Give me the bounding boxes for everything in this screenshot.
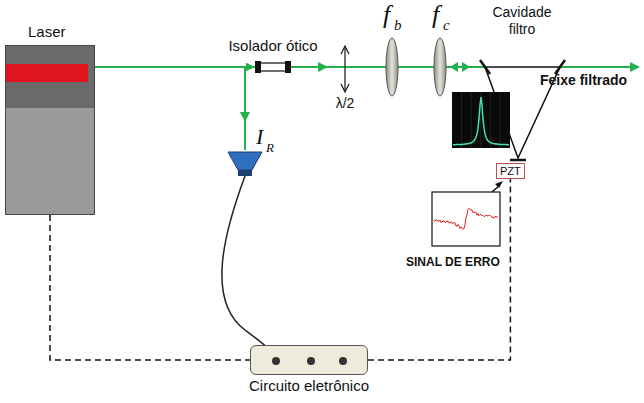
error-signal-inset [432,192,500,246]
signal-label: SINAL DE ERRO [405,255,501,269]
reflected-beam [244,67,246,150]
circuit-terminals [251,346,367,374]
transmission-peak [453,97,509,145]
laser-source: Laser [5,45,95,215]
beam-arrow [318,62,328,72]
laser-stripe [6,64,88,82]
transmission-inset [452,92,510,148]
node-label: Isolador ótico [228,37,317,54]
node-label: Laser [28,23,66,40]
electronic-circuit: Circuito eletrônico [250,345,368,375]
beam-arrow [240,112,250,122]
half-wave-plate [344,48,345,90]
connector [50,215,250,360]
error-signal-trace [434,208,498,229]
filtered-beam [560,66,638,68]
isolator-body [255,60,291,74]
lens [386,38,398,96]
beam-arrow [462,62,470,72]
photodetector [228,152,262,170]
lens-label: f [432,0,439,30]
cavity-label: Cavidade filtro [482,4,562,38]
optical-isolator: Isolador ótico [255,60,291,74]
node-label: Circuito eletrônico [249,377,369,394]
half-wave-plate [341,46,349,54]
beam-arrow [630,62,640,72]
signal-name: I [256,124,263,150]
lens [434,38,446,96]
lens-subscript: c [443,17,450,34]
beam-arrow [450,62,458,72]
signal-arrow [495,181,503,188]
pzt-actuator: PZT [496,163,525,179]
cavity-mirror [555,60,565,74]
half-wave-plate [341,84,349,92]
cavity-mirror [510,159,526,162]
photodetector [238,170,252,176]
node-label: PZT [500,165,521,177]
lens-subscript: b [394,17,402,34]
cavity-mirror [480,60,490,74]
connector [95,63,255,72]
beam-label: Feixe filtrado [540,72,627,88]
fiber-cable [222,176,275,360]
signal-subscript: R [266,140,274,156]
component-label: λ/2 [336,95,355,111]
connector [368,179,510,360]
lens-label: f [383,0,390,30]
